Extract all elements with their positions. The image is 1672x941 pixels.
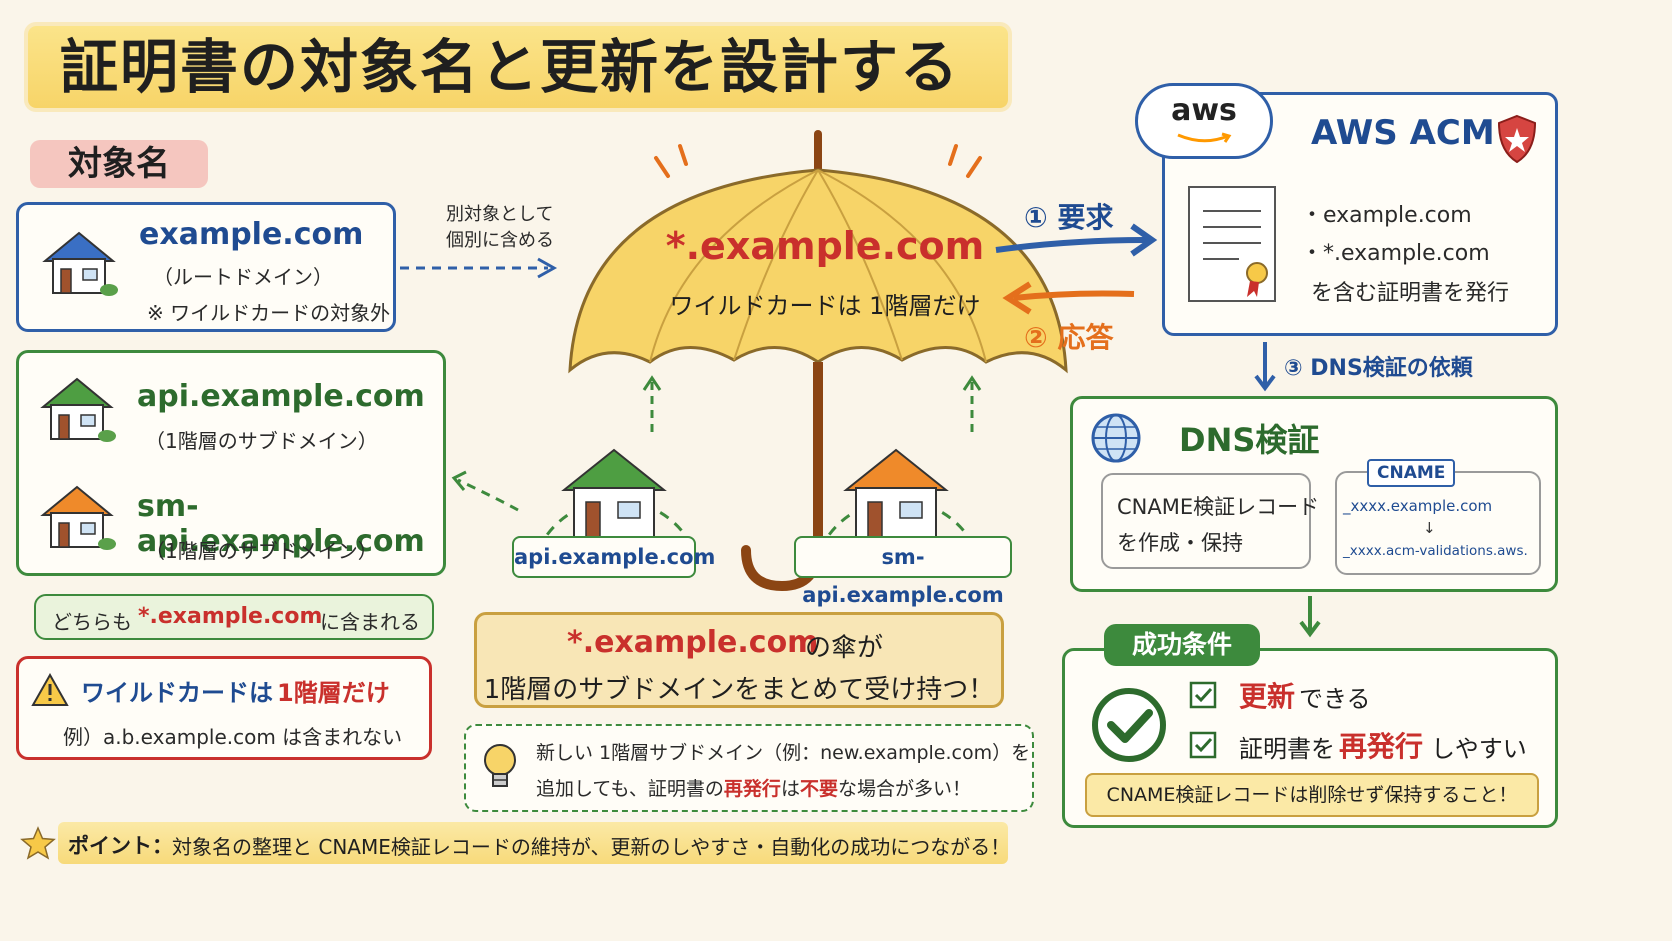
subdomain-name-1: api.example.com bbox=[137, 379, 425, 414]
success-check-icon bbox=[1092, 688, 1166, 762]
warning-box: ワイルドカードは 1階層だけ 例）a.b.example.com は含まれない bbox=[16, 656, 432, 760]
globe-icon bbox=[1091, 413, 1141, 463]
success-item2-a: 証明書を bbox=[1239, 735, 1335, 763]
subdomain-name-2: sm-api.example.com bbox=[137, 489, 425, 559]
acm-issue: を含む証明書を発行 bbox=[1311, 281, 1510, 306]
subdomain-sub-2: （1階層のサブドメイン） bbox=[145, 539, 378, 563]
separate-note-line1: 別対象として bbox=[446, 204, 554, 225]
umbrella-note-line1-suffix: の傘が bbox=[805, 633, 884, 663]
success-note: CNAME検証レコードは削除せず保持すること！ bbox=[1085, 773, 1539, 817]
shield-icon bbox=[1497, 114, 1537, 164]
flow-request: ① 要求 bbox=[1024, 201, 1114, 234]
star-icon bbox=[20, 826, 56, 860]
root-domain-note: ※ ワイルドカードの対象外 bbox=[147, 301, 391, 325]
acm-title: AWS ACM bbox=[1311, 113, 1495, 153]
tip-line1: 新しい 1階層サブドメイン（例：new.example.com）を bbox=[536, 742, 1031, 764]
both-included-prefix: どちらも bbox=[52, 610, 132, 634]
tip-line2-a: 追加しても、証明書の bbox=[536, 778, 724, 800]
house-blue-icon bbox=[42, 231, 118, 296]
aws-smile-icon bbox=[1177, 132, 1232, 143]
tip-line2-e: な場合が多い！ bbox=[837, 778, 971, 800]
both-included-suffix: に含まれる bbox=[320, 610, 420, 634]
success-item1-b: できる bbox=[1299, 685, 1371, 713]
page-title: 証明書の対象名と更新を設計する bbox=[28, 26, 1008, 108]
dns-left-box: CNAME検証レコード を作成・保持 bbox=[1101, 473, 1319, 569]
warning-icon bbox=[31, 673, 69, 706]
tip-line2: 追加しても、証明書の再発行は不要な場合が多い！ bbox=[536, 774, 971, 801]
tip-line2-c: は bbox=[780, 778, 800, 800]
umbrella-note-box: *.example.com の傘が 1階層のサブドメインをまとめて受け持つ！ bbox=[474, 612, 1004, 708]
aws-logo: aws bbox=[1135, 83, 1273, 159]
certificate-icon bbox=[1188, 186, 1276, 302]
success-item2-b: 再発行 bbox=[1339, 730, 1424, 763]
both-included-domain: *.example.com bbox=[138, 604, 323, 629]
dns-title: DNS検証 bbox=[1179, 421, 1320, 459]
both-included-box: どちらも *.example.com に含まれる bbox=[34, 594, 434, 640]
point-label: ポイント： bbox=[68, 834, 173, 858]
umbrella-illustration bbox=[568, 130, 1068, 592]
dns-record-box: CNAME _xxxx.example.com ↓ _xxxx.acm-vali… bbox=[1335, 459, 1541, 575]
section-label: 対象名 bbox=[30, 140, 208, 188]
warning-line2: 例）a.b.example.com は含まれない bbox=[63, 725, 403, 749]
acm-box: aws AWS ACM ・example.com ・*.example.com … bbox=[1135, 83, 1558, 336]
dns-left-line1: CNAME検証レコード bbox=[1117, 495, 1320, 519]
checkbox-icon-2 bbox=[1189, 731, 1217, 759]
umbrella-note-line2: 1階層のサブドメインをまとめて受け持つ！ bbox=[483, 675, 995, 705]
lightbulb-icon bbox=[484, 744, 516, 787]
dns-record-from: _xxxx.example.com bbox=[1343, 497, 1493, 515]
dns-record-to: _xxxx.acm-validations.aws. bbox=[1343, 543, 1528, 559]
cname-tag: CNAME bbox=[1367, 459, 1456, 487]
root-domain-name: example.com bbox=[139, 217, 364, 252]
dns-record-arrow: ↓ bbox=[1423, 519, 1436, 537]
dns-box: DNS検証 CNAME検証レコード を作成・保持 CNAME _xxxx.exa… bbox=[1070, 396, 1558, 592]
house-orange-icon bbox=[40, 485, 116, 550]
acm-item-2: ・*.example.com bbox=[1301, 241, 1490, 266]
house-label-api: api.example.com bbox=[512, 536, 715, 578]
warning-line1-b: 1階層だけ bbox=[277, 679, 390, 707]
house-green-under-umbrella-icon bbox=[536, 448, 696, 551]
umbrella-sub: ワイルドカードは 1階層だけ bbox=[669, 292, 981, 320]
success-item2-c: しやすい bbox=[1431, 735, 1527, 763]
aws-logo-text: aws bbox=[1171, 93, 1237, 128]
tip-box: 新しい 1階層サブドメイン（例：new.example.com）を 追加しても、… bbox=[464, 724, 1034, 812]
umbrella-note-domain: *.example.com bbox=[567, 625, 819, 660]
subdomain-box: api.example.com （1階層のサブドメイン） sm-api.exam… bbox=[16, 350, 446, 576]
flow-dns-request: ③ DNS検証の依頼 bbox=[1284, 356, 1473, 381]
umbrella-domain: *.example.com bbox=[665, 224, 985, 268]
point-text: 対象名の整理と CNAME検証レコードの維持が、更新のしやすさ・自動化の成功につ… bbox=[172, 835, 1011, 859]
separate-note-line2: 個別に含める bbox=[446, 230, 554, 251]
tip-line2-reissue: 再発行 bbox=[723, 778, 781, 800]
flow-response: ② 応答 bbox=[1024, 321, 1114, 354]
warning-line1-a: ワイルドカードは bbox=[81, 679, 273, 707]
house-label-sm-api: sm-api.example.com bbox=[794, 536, 1012, 607]
subdomain-sub-1: （1階層のサブドメイン） bbox=[145, 429, 378, 453]
root-domain-sub: （ルートドメイン） bbox=[153, 265, 333, 289]
dns-left-line2: を作成・保持 bbox=[1117, 531, 1243, 555]
checkbox-icon-1 bbox=[1189, 681, 1217, 709]
point-box: ポイント： 対象名の整理と CNAME検証レコードの維持が、更新のしやすさ・自動… bbox=[58, 822, 1011, 864]
house-green-icon bbox=[40, 377, 116, 442]
success-title: 成功条件 bbox=[1104, 624, 1260, 666]
success-item1-a: 更新 bbox=[1239, 680, 1296, 713]
acm-item-1: ・example.com bbox=[1301, 203, 1472, 228]
success-box: 更新 できる 証明書を 再発行 しやすい CNAME検証レコードは削除せず保持す… bbox=[1062, 648, 1558, 828]
root-domain-box: example.com （ルートドメイン） ※ ワイルドカードの対象外 bbox=[16, 202, 396, 332]
tip-line2-unneeded: 不要 bbox=[799, 778, 838, 800]
house-orange-under-umbrella-icon bbox=[818, 448, 978, 551]
